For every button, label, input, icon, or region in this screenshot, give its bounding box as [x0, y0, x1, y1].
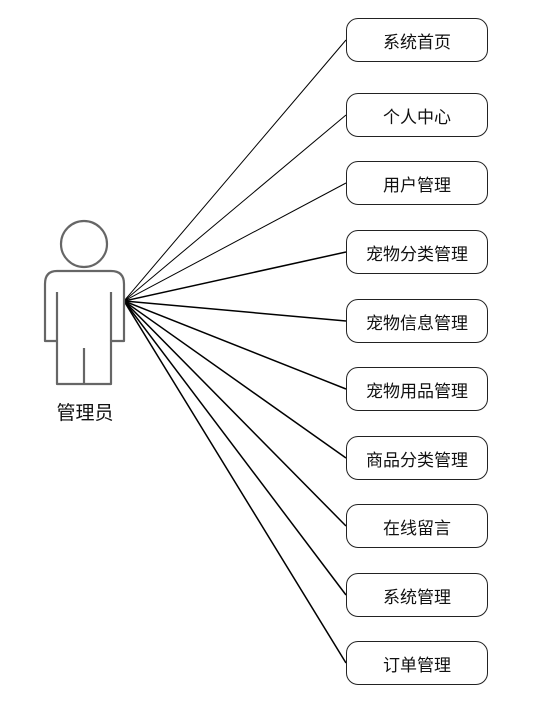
connector-line-3 — [123, 182, 347, 302]
usecase-personal-center: 个人中心 — [346, 93, 488, 137]
connector-line-1 — [123, 39, 347, 302]
usecase-system-management: 系统管理 — [346, 573, 488, 617]
person-icon — [43, 219, 126, 386]
usecase-user-management: 用户管理 — [346, 161, 488, 205]
usecase-pet-supplies-management: 宠物用品管理 — [346, 367, 488, 411]
usecase-online-message: 在线留言 — [346, 504, 488, 548]
connector-line-5 — [123, 300, 347, 322]
connector-line-10 — [123, 300, 347, 664]
connector-lines — [123, 39, 347, 664]
usecase-order-management: 订单管理 — [346, 641, 488, 685]
connector-line-6 — [123, 300, 347, 390]
connector-line-9 — [123, 300, 347, 596]
connector-line-4 — [123, 251, 347, 302]
usecase-pet-category-management: 宠物分类管理 — [346, 230, 488, 274]
connector-line-2 — [123, 114, 347, 302]
actor-label: 管理员 — [56, 402, 114, 424]
connector-line-8 — [123, 300, 347, 527]
usecase-system-home: 系统首页 — [346, 18, 488, 62]
usecase-product-category-management: 商品分类管理 — [346, 436, 488, 480]
connector-line-7 — [123, 300, 347, 459]
usecase-pet-info-management: 宠物信息管理 — [346, 299, 488, 343]
